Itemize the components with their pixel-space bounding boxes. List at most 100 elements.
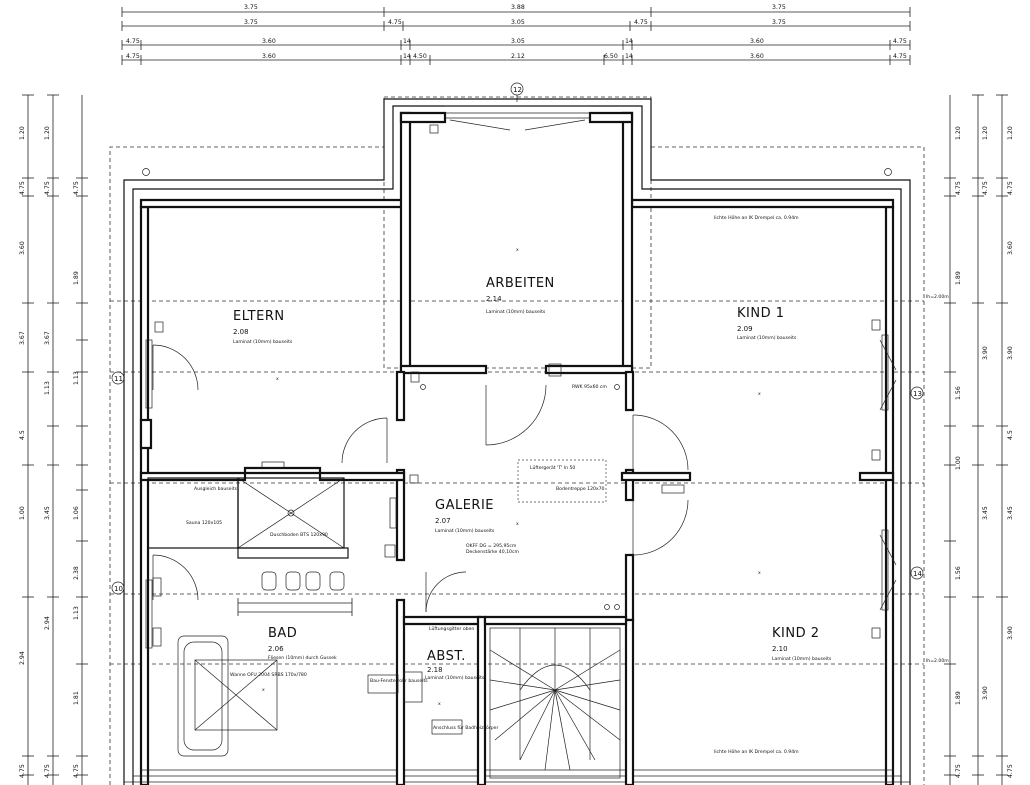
- axis-markers: 11 10 13 14: [111, 371, 924, 595]
- note-lichte-hoehe: lichte Höhe an IK Drempel ca. 0.94m: [714, 215, 799, 221]
- room-floor-bad: Fliesen (10mm) durch Gussek: [268, 655, 337, 661]
- right-dim-label: 1.56: [955, 386, 962, 400]
- staircase: [489, 627, 621, 779]
- top-dim-label: 14: [625, 53, 633, 60]
- room-number-kind2: 2.10: [772, 645, 788, 653]
- right-dim-label: 3.90: [982, 686, 989, 700]
- note-dusche: Duschboden BTS 120x90: [270, 532, 328, 538]
- note-treppe: Bodentreppe 120x70: [556, 486, 605, 492]
- right-dim-label: 1.00: [955, 456, 962, 470]
- svg-text:x: x: [276, 377, 279, 382]
- svg-text:x: x: [516, 522, 519, 527]
- room-floor-kind1: Laminat (10mm) bauseits: [737, 335, 797, 341]
- left-dim-label: 1.13: [44, 381, 51, 395]
- top-dim-label: 3.60: [262, 53, 276, 60]
- note-luefter: Lüftergerät 'T' ln 50: [530, 465, 575, 471]
- top-dim-label: 3.60: [750, 53, 764, 60]
- room-name-arbeiten: ARBEITEN: [486, 276, 555, 291]
- room-number-abst: 2.18: [427, 666, 443, 674]
- room-number-eltern: 2.08: [233, 328, 249, 336]
- right-dim-label: 4.75: [955, 764, 962, 778]
- right-dim-label: 1.56: [955, 566, 962, 580]
- top-dim-label: 2.12: [511, 53, 525, 60]
- left-dim-label: 1.89: [73, 271, 80, 285]
- right-dim-label: 4.75: [955, 181, 962, 195]
- ceiling-light-marks: x x x x x x x: [262, 248, 761, 707]
- note-lueftung: Lüftungsgitter oben: [429, 626, 474, 632]
- right-dim-label: 1.20: [955, 126, 962, 140]
- left-dim-label: 1.81: [73, 691, 80, 705]
- axis-marker-label: 14: [913, 570, 922, 578]
- axis-marker-label: 12: [513, 86, 522, 94]
- note-wanne: Wanne OFU 2004 SRBS 170x/780: [230, 672, 307, 678]
- svg-text:x: x: [262, 688, 265, 693]
- top-dim-label: 14: [625, 38, 633, 45]
- room-labels: ELTERN 2.08 Laminat (10mm) bauseits ARBE…: [233, 276, 832, 681]
- top-dim-label: 4.50: [413, 53, 427, 60]
- room-name-abst: ABST.: [427, 649, 466, 664]
- top-dim-label: 3.75: [772, 4, 786, 11]
- right-dim-label: 4.75: [982, 181, 989, 195]
- left-dim-label: 1.20: [19, 126, 26, 140]
- right-dim-label: 3.90: [1007, 626, 1014, 640]
- note-rwk: RWK 95x60 cm: [572, 384, 607, 390]
- room-number-bad: 2.06: [268, 645, 284, 653]
- fixtures: [152, 124, 881, 757]
- top-dim-label: 3.05: [511, 19, 525, 26]
- headroom-note: lh=2.00m: [926, 294, 949, 300]
- note-anschluss: Anschluss für Badheizkörper: [433, 725, 498, 731]
- room-floor-abst: Laminat (10mm) bauseits: [425, 675, 485, 681]
- svg-text:x: x: [438, 702, 441, 707]
- top-dim-label: 3.05: [511, 38, 525, 45]
- room-name-kind2: KIND 2: [772, 626, 820, 641]
- left-dim-label: 3.60: [19, 241, 26, 255]
- top-dim-label: 3.75: [772, 19, 786, 26]
- top-dim-label: 4.75: [893, 53, 907, 60]
- top-dim-label: 14: [403, 38, 411, 45]
- svg-text:x: x: [758, 571, 761, 576]
- axis-marker-label: 11: [114, 375, 123, 383]
- bad-dimension-chain: [237, 598, 353, 616]
- top-dim-label: 3.88: [511, 4, 525, 11]
- left-dim-label: 4.75: [73, 181, 80, 195]
- note-bau-rohr: Bau-Fensterrohr bauseits: [370, 678, 428, 684]
- top-dim-label: 4.75: [126, 53, 140, 60]
- top-dim-label: 3.75: [244, 4, 258, 11]
- left-dim-label: 4.75: [19, 764, 26, 778]
- left-dim-label: 2.94: [44, 616, 51, 630]
- left-dimension-chains: 1.20 4.75 3.60 3.67 4.5 1.00 2.94 4.75 1…: [19, 94, 88, 785]
- left-dim-label: 1.13: [73, 606, 80, 620]
- room-name-eltern: ELTERN: [233, 309, 285, 324]
- room-floor-galerie: Laminat (10mm) bauseits: [435, 528, 495, 534]
- top-dimension-chains: 3.75 3.88 3.75 3.75 4.75 3.05 4.75 3.75 …: [121, 4, 911, 65]
- outer-walls: [123, 98, 911, 785]
- svg-text:x: x: [516, 248, 519, 253]
- top-dim-label: 3.60: [262, 38, 276, 45]
- left-dim-label: 3.67: [44, 331, 51, 345]
- room-floor-arbeiten: Laminat (10mm) bauseits: [486, 309, 546, 315]
- right-dim-label: 1.89: [955, 271, 962, 285]
- left-dim-label: 1.00: [19, 506, 26, 520]
- top-dim-label: 4.75: [388, 19, 402, 26]
- note-ausgleich: Ausgleich bauseits: [194, 486, 238, 492]
- top-dim-label: 3.60: [750, 38, 764, 45]
- room-floor-eltern: Laminat (10mm) bauseits: [233, 339, 293, 345]
- right-dim-label: 1.89: [955, 691, 962, 705]
- top-dim-label: 6.50: [604, 53, 618, 60]
- right-dim-label: 1.20: [982, 126, 989, 140]
- right-dim-label: 3.90: [1007, 346, 1014, 360]
- axis-marker-label: 13: [913, 390, 922, 398]
- right-dim-label: 4.75: [1007, 764, 1014, 778]
- left-dim-label: 2.94: [19, 651, 26, 665]
- annotations: lichte Höhe an IK Drempel ca. 0.94m lich…: [186, 215, 799, 755]
- room-number-arbeiten: 2.14: [486, 295, 502, 303]
- note-lichte-hoehe: lichte Höhe an IK Drempel ca. 0.94m: [714, 749, 799, 755]
- right-dim-label: 3.60: [1007, 241, 1014, 255]
- right-dim-label: 3.45: [1007, 506, 1014, 520]
- left-dim-label: 1.06: [73, 506, 80, 520]
- right-dim-label: 3.90: [982, 346, 989, 360]
- roof-outline: lh=2.00m lh=2.00m: [109, 96, 949, 785]
- top-dim-label: 4.75: [893, 38, 907, 45]
- left-dim-label: 2.38: [73, 566, 80, 580]
